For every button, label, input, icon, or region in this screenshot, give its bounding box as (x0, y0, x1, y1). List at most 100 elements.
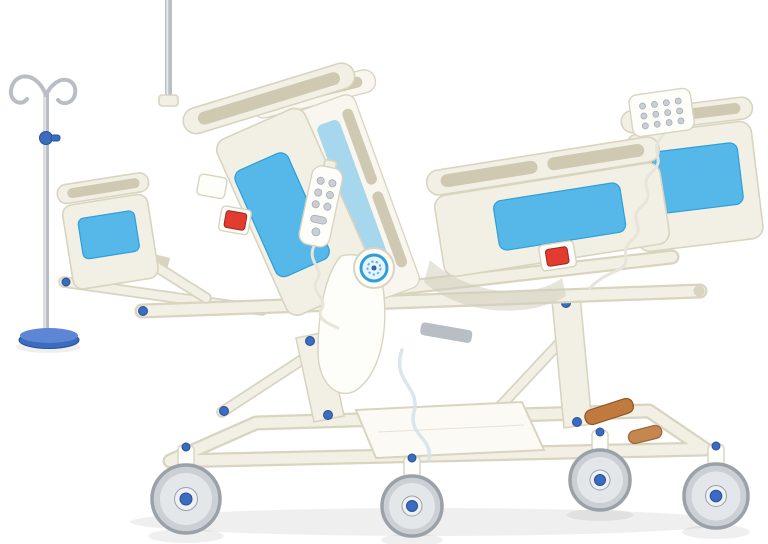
keypad-button (676, 107, 683, 115)
pendant-cable (310, 242, 340, 330)
wheel-shadow (381, 534, 443, 544)
lift-column-left (295, 331, 345, 423)
pendant-button (310, 214, 327, 225)
head-rail-board (56, 172, 159, 290)
foot-red-button (544, 246, 570, 267)
remote-pendant: Handheld remote control pendant on coile… (298, 158, 344, 330)
beam-end-cap (138, 306, 148, 316)
base-rail (164, 405, 711, 467)
under-bed-tray: Under-bed utility tray (354, 400, 546, 460)
wheel-shadow (148, 529, 224, 543)
control-keypad: Nurse control keypad on coiled cord (588, 87, 695, 290)
caster-mount-cap (407, 453, 417, 463)
head-rail-blue-panel (77, 210, 140, 260)
lift-arm-left (218, 348, 318, 416)
iv-hook-right (44, 77, 78, 106)
head-rail: Lowered head-end side rail with blue ins… (56, 172, 212, 304)
keypad-button (664, 109, 672, 117)
dial-dots (366, 260, 382, 276)
caster-mount-cap (711, 441, 721, 451)
wheel-shadow (682, 525, 750, 539)
seat-shadow (424, 260, 566, 311)
brake-pedal (584, 397, 635, 426)
far-rail-slot (342, 108, 377, 185)
casters: Swivel caster wheel with blue hub cap (150, 427, 750, 538)
hub-cap (709, 489, 723, 503)
wheel-shadow (567, 509, 633, 521)
foot-rail: Foot-section side rail with blue insert … (425, 136, 671, 278)
dial-center (371, 265, 377, 271)
rail-module-box (196, 173, 228, 200)
actuator (420, 322, 473, 343)
backrest-slot (197, 72, 340, 125)
pivot-cap (323, 410, 333, 420)
pendant-button (323, 202, 332, 211)
keypad-button (674, 97, 682, 105)
pendant-button (316, 176, 325, 185)
angle-dial: Round backrest angle indicator dial (353, 247, 395, 289)
beam-end-cap (61, 277, 71, 287)
far-rail-slot (372, 191, 408, 268)
foot-release: Red rail release button (538, 240, 578, 272)
pivot-cap (219, 406, 229, 416)
bed-iv-pole: IV pole socketed at bed head end (158, 0, 179, 107)
caster (150, 442, 222, 535)
keypad-button (651, 101, 658, 108)
cpr-red-button (223, 210, 248, 231)
keypad-button (652, 110, 660, 118)
bed-pole-shaft (165, 0, 172, 106)
far-rail-blue-hint (317, 120, 388, 266)
iv-pole: IV drip pole with hooks and weighted blu… (8, 74, 80, 349)
tray-ridge (377, 424, 525, 433)
caster (380, 453, 444, 538)
hub-cap (179, 492, 193, 506)
brake-pedal (627, 424, 663, 445)
backrest-platform: Round backrest angle indicator dial (317, 247, 395, 394)
caster-mount-cap (595, 427, 605, 437)
keypad-cable (588, 132, 666, 290)
keypad-button (662, 99, 670, 107)
pendant-button (311, 227, 321, 237)
caster (568, 427, 632, 512)
keypad-button (665, 119, 673, 126)
head-rail-arm (148, 260, 210, 302)
cpr-box: Red emergency CPR release box (217, 205, 252, 236)
iv-hook-left (8, 74, 48, 105)
iv-pole-highlight (44, 90, 46, 338)
hub-cap (594, 474, 606, 486)
keypad-body-group (628, 87, 695, 138)
foot-rail-slot (440, 160, 538, 188)
actuator-body (420, 322, 473, 343)
keypad-button (653, 120, 661, 128)
pendant-body-group (298, 158, 344, 248)
pivot-cap (305, 336, 315, 346)
keypad-button (640, 112, 648, 120)
pole-clamp (158, 94, 179, 107)
foot-rail-slot (547, 143, 645, 171)
hub-cap (406, 500, 418, 512)
brake-pedals: Orange-brown brake pedal (584, 397, 663, 445)
pendant-button (325, 190, 334, 199)
iv-knob-screw (50, 134, 61, 142)
bed-pole-highlight (166, 0, 169, 106)
caster (682, 441, 750, 530)
iv-base-top (20, 328, 78, 343)
foot-rail-group (425, 136, 671, 278)
rail-module (196, 173, 228, 200)
pivot-cap (572, 417, 582, 427)
keypad-button (641, 122, 649, 130)
caster-mount-cap (181, 442, 191, 452)
backrest-top-bar (182, 62, 356, 135)
pendant-button (328, 179, 337, 188)
front-beam (136, 285, 706, 317)
pendant-button (314, 188, 323, 197)
iv-pole-shaft (43, 90, 49, 338)
tray-surface (354, 400, 546, 460)
head-rail-slot (67, 178, 140, 199)
keypad-button (677, 117, 685, 125)
keypad-body (628, 87, 695, 138)
keypad-button (639, 102, 646, 110)
beam-end-cap (693, 285, 705, 297)
